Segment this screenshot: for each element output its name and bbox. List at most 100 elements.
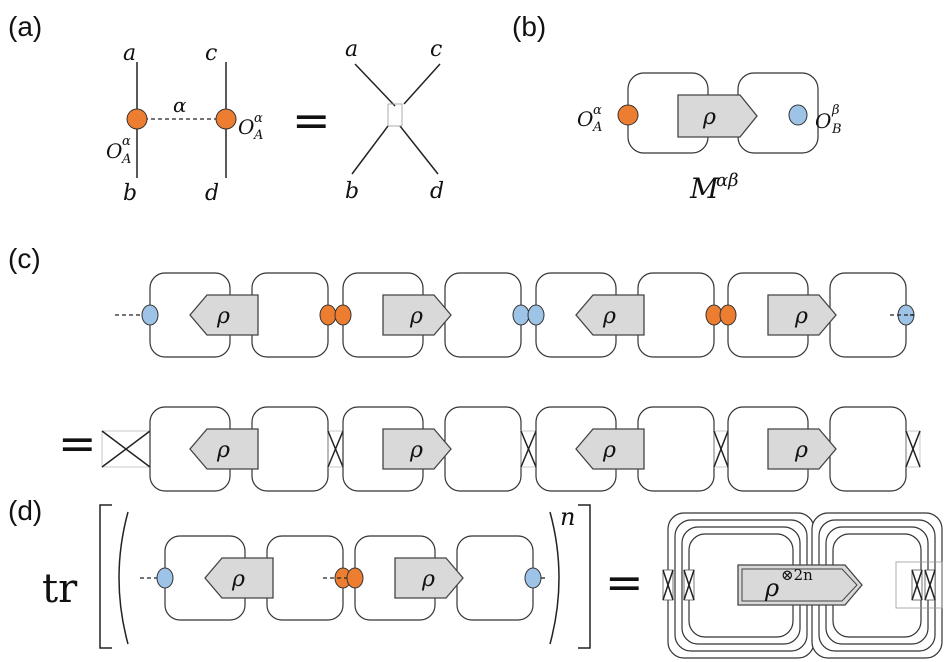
operator-sup: β [831, 103, 840, 118]
cross-line [520, 430, 537, 468]
junction-box [905, 430, 921, 468]
rho-tensor [767, 428, 837, 470]
loop-box [251, 272, 329, 358]
blue-node [527, 304, 545, 326]
power-n: n [560, 503, 575, 531]
operator-sup: α [254, 111, 263, 126]
rho-tensor [677, 94, 758, 138]
operator-label: O [106, 139, 122, 163]
orange-node [319, 304, 337, 326]
equals-sign: = [292, 93, 331, 147]
leg-label-a: a [345, 37, 358, 62]
operator-label: O [577, 107, 593, 131]
cross-line [327, 430, 344, 468]
equals-sign: = [58, 416, 97, 470]
blue-node [512, 304, 530, 326]
loop-box [444, 272, 522, 358]
rho-label: ρ [602, 438, 616, 463]
operator-sub: A [592, 120, 602, 135]
orange-node [617, 104, 639, 126]
leg-label-c: c [205, 41, 217, 66]
leg-label-b: b [345, 179, 359, 204]
blue-node [141, 304, 159, 326]
loop-box [829, 272, 907, 358]
bond-label-alpha: α [173, 93, 187, 117]
left-square-bracket [99, 504, 112, 649]
junction-box [895, 561, 943, 609]
rho-label: ρ [409, 438, 423, 463]
rho-label: ρ [231, 567, 245, 592]
operator-sub: A [253, 128, 263, 143]
rho-tensor [382, 428, 452, 470]
cross-line [911, 569, 923, 601]
rho-label: ρ [794, 438, 808, 463]
rho-label: ρ [216, 304, 230, 329]
equals-sign: = [605, 555, 644, 609]
rho-label: ρ [702, 105, 716, 130]
junction-box [387, 103, 403, 127]
right-paren [549, 511, 560, 645]
blue-node [524, 567, 542, 589]
cross-line [924, 569, 936, 601]
leg-label-d: d [205, 181, 219, 206]
orange-node [334, 304, 352, 326]
loop-box [456, 535, 534, 621]
m-sup: αβ [716, 170, 739, 191]
right-square-bracket [578, 504, 591, 649]
cross-line [662, 569, 674, 601]
loop-box [829, 406, 907, 492]
operator-sup: α [593, 103, 602, 118]
rho-tensor [189, 428, 259, 470]
rho-label: ρ [421, 567, 435, 592]
rho-tensor-product [737, 564, 863, 606]
rho-label: ρ [764, 574, 779, 602]
rho-tensor [767, 294, 837, 336]
rho-tensor [189, 294, 259, 336]
rho-tensor [575, 294, 645, 336]
panel-label-b: (b) [512, 11, 546, 42]
panel-a: a c b d α O α A O α A = a c b d [106, 37, 444, 206]
rho-label: ρ [602, 304, 616, 329]
rho-tensor [394, 557, 464, 599]
panel-label-c: (c) [8, 243, 41, 274]
rho-label: ρ [409, 304, 423, 329]
loop-box [637, 406, 715, 492]
panel-label-a: (a) [8, 11, 42, 42]
rho-label: ρ [216, 438, 230, 463]
cross-line [683, 569, 695, 601]
operator-sub: B [831, 122, 842, 137]
rho-label: ρ [794, 304, 808, 329]
leg-label-c: c [430, 37, 442, 62]
leg-label-d: d [430, 179, 444, 204]
blue-node [156, 567, 174, 589]
leg-label-b: b [123, 181, 137, 206]
panel-label-d: (d) [8, 495, 42, 526]
operator-label: O [815, 109, 831, 133]
cross-line [905, 430, 921, 468]
operator-label: O [238, 115, 254, 139]
cross-line [713, 430, 729, 468]
operator-sub: A [121, 152, 131, 167]
cross-line [101, 430, 151, 468]
operator-sup: α [122, 134, 131, 149]
rho-tensor [382, 294, 452, 336]
orange-node [215, 108, 237, 130]
trace-label: tr [42, 566, 78, 612]
rho-tensor [575, 428, 645, 470]
panel-b: ρ O α A O β B M αβ [577, 72, 842, 205]
left-paren [118, 511, 129, 645]
leg-label-a: a [123, 41, 136, 66]
blue-node [788, 104, 808, 126]
orange-node [346, 567, 364, 589]
m-label: M [689, 172, 720, 205]
loop-box [637, 272, 715, 358]
orange-node [126, 108, 148, 130]
orange-node [719, 304, 737, 326]
rho-tensor [204, 557, 274, 599]
tensor-power: ⊗2n [781, 566, 813, 584]
loop-box [444, 406, 522, 492]
